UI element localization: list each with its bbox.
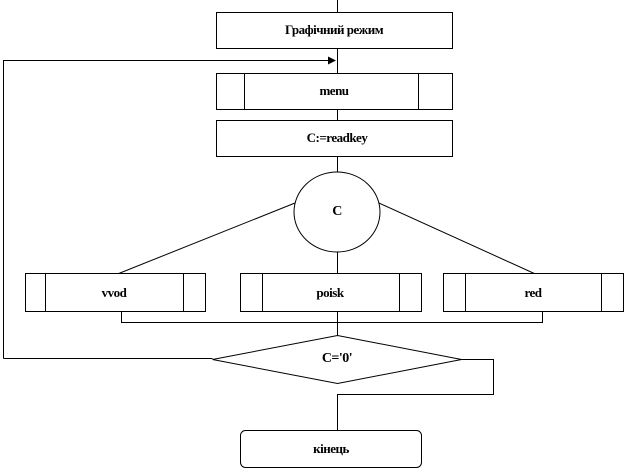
loop-arrow xyxy=(3,56,336,359)
condition-diamond xyxy=(212,334,462,385)
vvod-box xyxy=(25,273,206,312)
connector xyxy=(109,202,296,278)
menu-label: menu xyxy=(319,83,349,98)
condition-label: C='0' xyxy=(321,351,353,366)
end-label: кінець xyxy=(313,441,349,456)
red-label: red xyxy=(524,285,542,300)
red-box xyxy=(443,273,624,312)
exit-line xyxy=(337,359,494,431)
vvod-label: vvod xyxy=(101,285,127,300)
poisk-label: poisk xyxy=(316,285,344,300)
poisk-box xyxy=(240,273,422,312)
menu-box xyxy=(216,73,453,110)
read-label: C:=readkey xyxy=(306,130,368,145)
merge-line xyxy=(121,311,543,323)
read-box xyxy=(216,120,453,157)
end-box xyxy=(240,430,422,468)
switch-label: C xyxy=(332,204,342,219)
start-label: Графічний режим xyxy=(284,22,384,37)
start-box xyxy=(216,12,453,49)
connector xyxy=(378,202,543,278)
